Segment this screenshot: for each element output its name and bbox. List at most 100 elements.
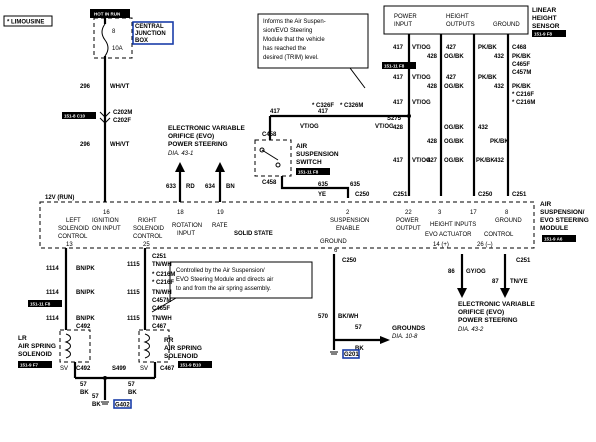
hot-in-run-badge <box>90 9 130 18</box>
rate: RATE <box>212 223 228 229</box>
fuse-number: 8 <box>112 29 116 35</box>
page-ref-b: 151-8 C10 <box>64 114 86 119</box>
wire-432-c: 432 <box>478 125 489 131</box>
hot-in-run-label: HOT IN RUN <box>94 12 120 17</box>
wire-57-a: 57 <box>355 325 362 331</box>
fuse-amp: 10A <box>112 46 123 52</box>
note-bottom-1: Controlled by the Air Suspension/ <box>176 268 265 274</box>
rr-solenoid-3: SOLENOID <box>164 353 198 360</box>
wire-87: 87 <box>492 279 499 285</box>
module-outline <box>39 201 535 249</box>
wire-vtog-c: VT/OG <box>412 100 431 106</box>
wire-pkbk-a: PK/BK <box>478 45 497 51</box>
pin-18: 18 <box>177 210 184 216</box>
wire-vtog-e: VT/OG <box>300 124 319 130</box>
wire-ogbk-c: OG/BK <box>444 125 464 131</box>
module-title-4: MODULE <box>540 225 569 232</box>
page-ref-a: 151-11 F8 <box>384 64 405 69</box>
switch-contact-a <box>259 147 265 153</box>
rr-solenoid-2: AIR SPRING <box>164 345 202 352</box>
ignition-2: ON INPUT <box>92 226 121 232</box>
cjb-line-3: BOX <box>135 38 148 44</box>
note-top-4: has reached the <box>263 46 307 52</box>
wire-bk-c: BK <box>128 390 137 396</box>
evo-bottom-ref: DIA. 43-2 <box>458 327 484 333</box>
height-outputs-1: HEIGHT <box>446 14 469 20</box>
wire-57-b: 57 <box>80 382 87 388</box>
page-ref-c: 151-11 F8 <box>30 302 51 307</box>
wire-vtog-a: VT/OG <box>412 45 431 51</box>
wire-ogbk-b: OG/BK <box>444 84 464 90</box>
note-top-5: desired (TRIM) level. <box>263 55 319 61</box>
lr-solenoid-1: LR <box>18 335 27 342</box>
wire-417-e: 417 <box>270 109 281 115</box>
power-input-2: INPUT <box>394 22 412 28</box>
wire-bkwh: BK/WH <box>338 314 358 320</box>
page-ref-c-badge <box>28 300 62 307</box>
sensor-ground: GROUND <box>493 22 520 28</box>
note-top-1: Informs the Air Suspen- <box>263 19 326 25</box>
arrow-grounds-icon <box>380 336 390 344</box>
ign-12v-label: 12V (RUN) <box>45 195 74 201</box>
evo-actuator: EVO ACTUATOR <box>425 232 472 238</box>
connector-c216f: * C216F <box>512 92 534 98</box>
wire-432-d: 432 <box>494 158 505 164</box>
rr-solenoid-coil-icon <box>143 333 150 359</box>
arrow-87-icon <box>500 288 510 298</box>
connector-c250-top: C250 <box>478 192 493 198</box>
page-ref-h: 151-9 B10 <box>180 363 202 368</box>
evo-bottom-2: ORIFICE (EVO) <box>458 309 504 316</box>
wire-427-a: 427 <box>446 45 457 51</box>
connector-c465f: C465F <box>512 62 530 68</box>
wire-vtog-b: VT/OG <box>412 75 431 81</box>
connector-c251-top-b: C251 <box>512 192 527 198</box>
wire-427-b: 427 <box>446 75 457 81</box>
wire-428-a: 428 <box>427 54 438 60</box>
evo-bottom-3: POWER STEERING <box>458 317 518 324</box>
right-sol-1: RIGHT <box>138 218 157 224</box>
note-bottom-3: to and from the air spring assembly. <box>176 286 271 292</box>
pin-22: 22 <box>405 210 412 216</box>
fuse-icon <box>101 23 109 57</box>
limousine-tag-box <box>3 15 53 27</box>
note-top-3: Module that the vehicle <box>263 37 325 43</box>
control: CONTROL <box>484 232 514 238</box>
right-sol-3: CONTROL <box>133 234 163 240</box>
wire-428-c: 428 <box>393 125 404 131</box>
connector-c492-bottom: C492 <box>76 366 91 372</box>
pin-26: 26 (–) <box>477 242 493 248</box>
air-suspension-switch-outline <box>254 139 292 177</box>
connector-c216f-sol: * C216F <box>152 280 174 286</box>
rr-sv: SV <box>140 366 148 372</box>
note-top-box <box>257 13 369 69</box>
wire-bnpk-a: BN/PK <box>76 266 95 272</box>
connector-c458-top: C458 <box>262 132 277 138</box>
connector-c457m-sol: C457M <box>152 298 171 304</box>
connector-c492-top: C492 <box>76 324 91 330</box>
evo-top-1: ELECTRONIC VARIABLE <box>168 125 245 132</box>
wire-427-c: 427 <box>427 158 438 164</box>
evo-top-3: POWER STEERING <box>168 141 228 148</box>
pin-16: 16 <box>103 210 110 216</box>
connector-c202m-icon <box>99 111 111 118</box>
wire-whvt-label-2: WH/VT <box>110 142 130 148</box>
lr-solenoid-outline <box>59 329 91 363</box>
wire-tnwh-a: TN/WH <box>152 262 172 268</box>
sensor-title-2: HEIGHT <box>532 15 557 22</box>
left-sol-1: LEFT <box>66 218 81 224</box>
page-ref-a-badge <box>382 62 416 69</box>
wire-bk-d: BK <box>92 402 101 408</box>
wire-633-label: 633 <box>166 184 177 190</box>
splice-s275-label: S275 <box>387 116 402 122</box>
wire-417-b: 417 <box>393 75 404 81</box>
connector-c250-mid: C250 <box>355 192 370 198</box>
wire-296-label: 296 <box>80 84 91 90</box>
pin-13: 13 <box>66 242 73 248</box>
note-bottom-box <box>169 261 313 299</box>
grounds-ref: DIA. 10-8 <box>392 334 418 340</box>
pin-17: 17 <box>470 210 477 216</box>
wire-whvt-label: WH/VT <box>110 84 130 90</box>
connector-c250-label: C250 <box>342 258 357 264</box>
susp-enable-2: ENABLE <box>336 226 360 232</box>
